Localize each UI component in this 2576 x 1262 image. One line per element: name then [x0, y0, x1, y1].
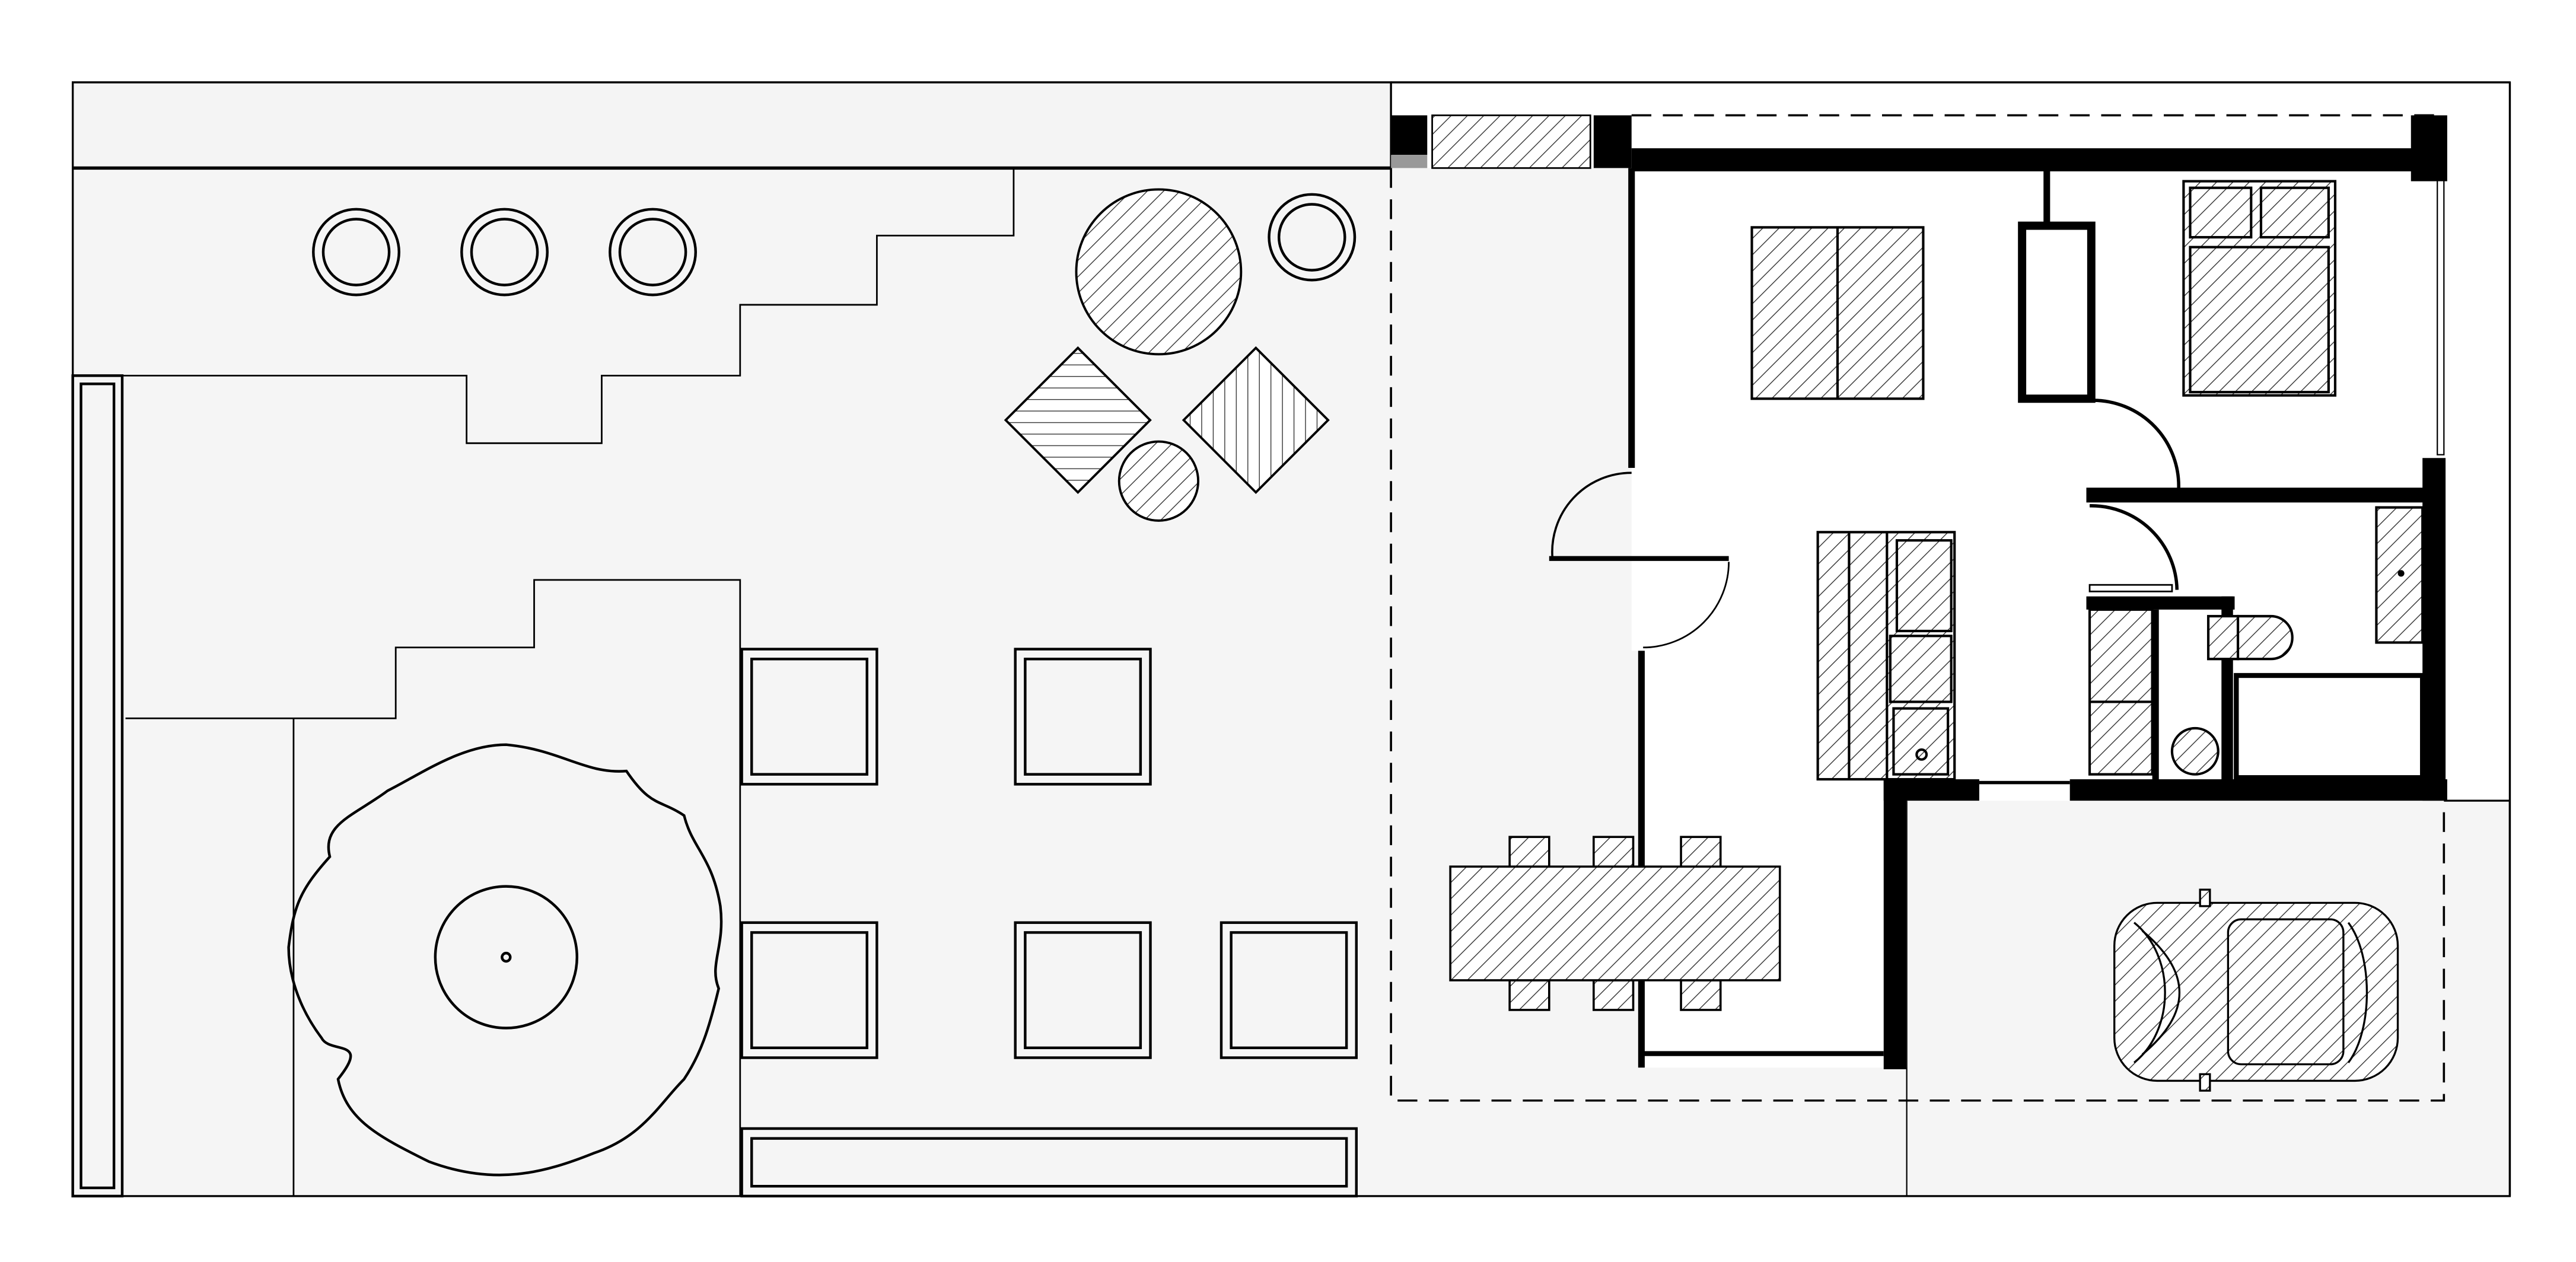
- bottom-bench: [740, 1127, 1358, 1198]
- roof-outline: [1390, 114, 2446, 1102]
- round-planters: [312, 193, 1357, 297]
- left-bench: [71, 374, 124, 1198]
- terrace-steps: [122, 168, 1015, 1196]
- top-strip: [72, 81, 1392, 170]
- outdoor-seating: [1004, 188, 1330, 522]
- square-planters: [71, 374, 1358, 1198]
- round-table: [1075, 188, 1243, 356]
- walls: [1391, 115, 2447, 1069]
- window-top: [1431, 114, 1591, 169]
- dining-set: [1449, 836, 1781, 1011]
- right-side-strip: [2444, 82, 2510, 801]
- doors: [1549, 399, 2180, 649]
- entry-door: [1551, 471, 1632, 559]
- washer-stack: [2088, 608, 2154, 776]
- tree-trunk: [434, 885, 578, 1030]
- car: [2113, 888, 2399, 1092]
- wardrobe: [2018, 221, 2096, 403]
- furniture: [1750, 180, 2424, 781]
- bathroom-door: [2089, 504, 2179, 590]
- tree: [287, 743, 723, 1177]
- bedroom-door: [2093, 399, 2180, 490]
- window-bedroom: [2437, 177, 2445, 455]
- shower: [2234, 673, 2425, 780]
- toilet: [2206, 614, 2240, 661]
- tree-canopy: [287, 743, 723, 1177]
- sink: [2170, 726, 2220, 776]
- dining-table: [1449, 865, 1781, 981]
